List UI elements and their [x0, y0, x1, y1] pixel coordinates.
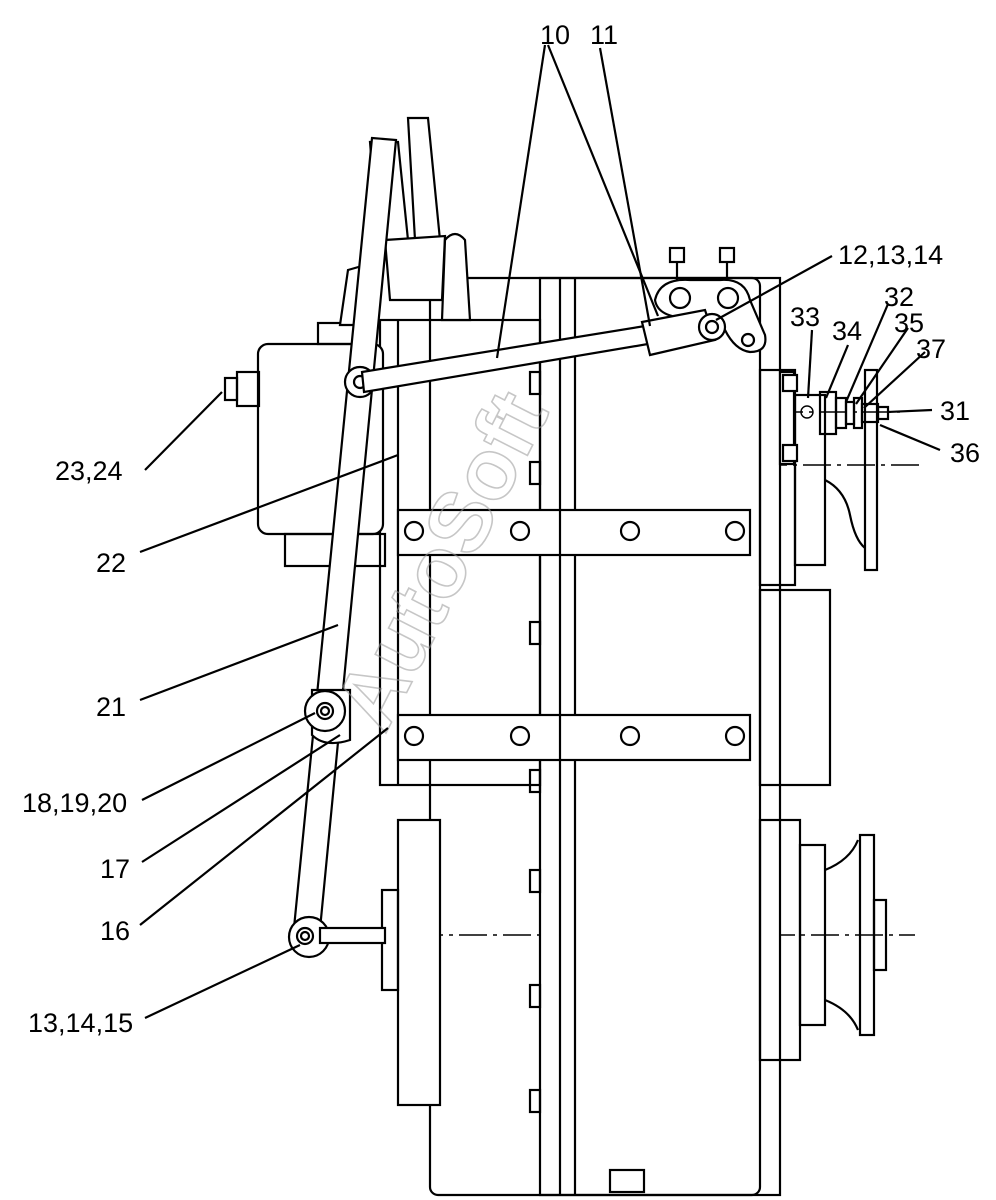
callout-labels: 10 11 12,13,14 33 34 32 35 37 31 36 23,2…: [22, 20, 980, 1038]
callout-36: 36: [950, 438, 980, 468]
output-flanges: [758, 368, 888, 1062]
callout-11: 11: [590, 20, 618, 50]
callout-13-14-15: 13,14,15: [28, 1008, 133, 1038]
callout-34: 34: [832, 316, 862, 346]
callout-33: 33: [790, 302, 820, 332]
callout-16: 16: [100, 916, 130, 946]
leader-lines: [139, 44, 941, 1019]
callout-37: 37: [916, 334, 946, 364]
callout-17: 17: [100, 854, 130, 884]
clamp-straps: [396, 508, 752, 762]
callout-31: 31: [940, 396, 970, 426]
callout-10: 10: [540, 20, 570, 50]
callout-12-13-14: 12,13,14: [838, 240, 943, 270]
callout-22: 22: [96, 548, 126, 578]
shift-linkage: [287, 136, 727, 959]
callout-35: 35: [894, 308, 924, 338]
sensor-assembly: [778, 370, 890, 466]
callout-32: 32: [884, 282, 914, 312]
callout-21: 21: [96, 692, 126, 722]
callout-23-24: 23,24: [55, 456, 123, 486]
callout-18-19-20: 18,19,20: [22, 788, 127, 818]
